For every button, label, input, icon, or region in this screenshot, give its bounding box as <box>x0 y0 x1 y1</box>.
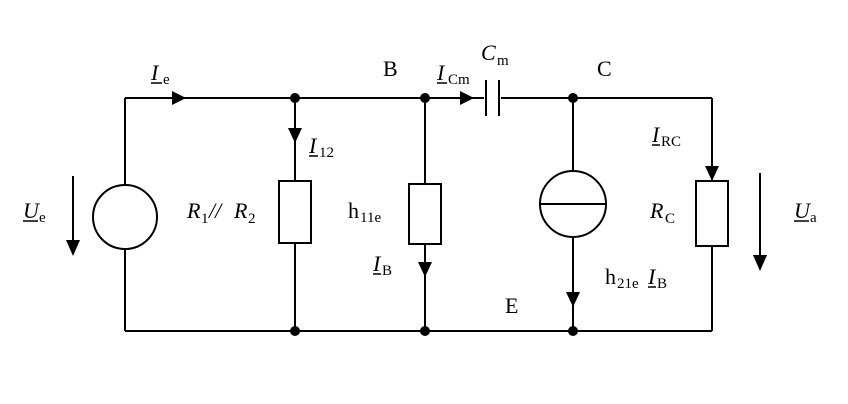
junction-top-r12 <box>290 93 300 103</box>
label-h21e-ib: h 21e I B <box>605 264 667 292</box>
label-i12: I 12 <box>308 133 334 161</box>
label-cm-main: C <box>481 40 496 65</box>
arrow-ib <box>418 262 432 277</box>
label-icm-main: I <box>436 60 446 85</box>
label-rc: R C <box>649 198 675 227</box>
label-irc-main: I <box>651 122 661 147</box>
label-irc: I RC <box>651 122 681 150</box>
arrow-irc <box>705 166 719 181</box>
label-h11e: h 11e <box>348 198 381 226</box>
label-r1-main: R <box>186 198 201 223</box>
arrow-h21e-ib <box>566 292 580 307</box>
label-ue: U e <box>23 198 46 226</box>
label-ie-main: I <box>150 60 160 85</box>
label-cm-sub: m <box>497 53 509 69</box>
label-ib-sub: B <box>382 263 392 279</box>
label-i12-main: I <box>308 133 318 158</box>
label-h11e-sub: 11e <box>360 210 381 226</box>
junction-node-e <box>568 326 578 336</box>
arrow-ua-head <box>753 255 767 271</box>
label-h21e-main: h <box>605 264 616 289</box>
resistor-r1-r2 <box>278 180 312 244</box>
junction-bottom-r12 <box>290 326 300 336</box>
label-irc-sub: RC <box>661 134 681 150</box>
label-h21e-i: I <box>647 264 657 289</box>
label-h11e-main: h <box>348 198 359 223</box>
arrow-icm <box>460 91 474 105</box>
label-ua-main: U <box>794 198 812 223</box>
label-r1-r2: R 1 // R 2 <box>186 198 256 227</box>
junction-node-c <box>568 93 578 103</box>
label-r1-sub: 1 <box>201 211 209 227</box>
arrow-i12 <box>288 128 302 143</box>
label-h21e-i-sub: B <box>657 276 667 292</box>
arrow-ua <box>753 173 767 271</box>
label-rc-main: R <box>649 198 664 223</box>
label-rc-sub: C <box>665 211 675 227</box>
label-ib-main: I <box>372 251 382 276</box>
resistor-rc <box>695 180 729 247</box>
label-ib: I B <box>372 251 392 279</box>
label-h21e-sub: 21e <box>617 276 639 292</box>
voltage-source-ue <box>92 184 158 250</box>
label-icm-sub: Cm <box>448 72 470 88</box>
capacitor-cm <box>485 80 500 116</box>
label-node-b: B <box>383 56 398 81</box>
label-icm: I Cm <box>436 60 470 88</box>
label-ue-main: U <box>23 198 41 223</box>
label-ua-sub: a <box>810 210 817 226</box>
label-cm: C m <box>481 40 509 69</box>
label-r2-sub: 2 <box>248 211 256 227</box>
label-r2-main: R <box>233 198 248 223</box>
resistor-h11e <box>408 183 442 245</box>
arrow-ue <box>66 176 80 256</box>
label-ie: I e <box>150 60 170 88</box>
junctions <box>290 93 578 336</box>
arrow-ie <box>172 91 186 105</box>
label-ue-sub: e <box>39 210 46 226</box>
current-source-h21e <box>539 170 607 238</box>
arrow-ue-head <box>66 240 80 256</box>
junction-bottom-h11e <box>420 326 430 336</box>
label-node-e: E <box>505 293 518 318</box>
junction-node-b <box>420 93 430 103</box>
label-r-separator: // <box>207 198 223 223</box>
label-node-c: C <box>597 56 612 81</box>
label-i12-sub: 12 <box>319 145 334 161</box>
label-ie-sub: e <box>163 72 170 88</box>
label-ua: U a <box>794 198 817 226</box>
